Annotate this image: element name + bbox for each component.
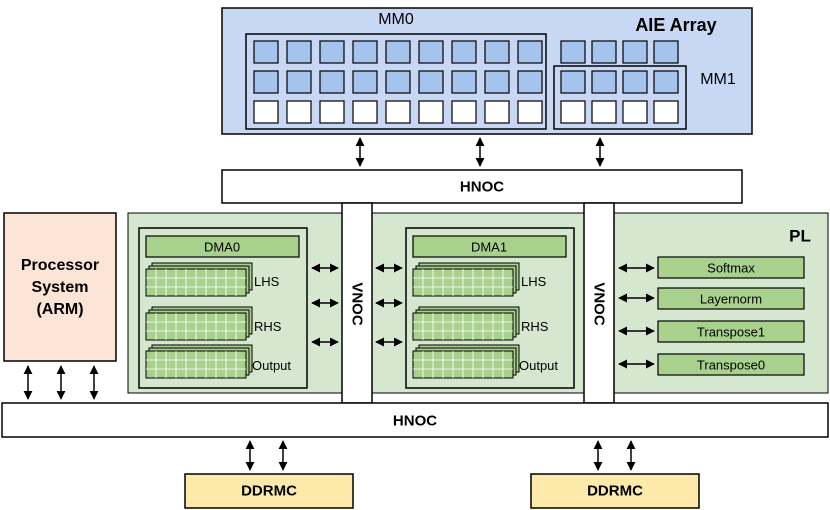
mm1-label: MM1: [700, 71, 736, 88]
vnoc-left-block: [341, 202, 373, 404]
aie-tile: [560, 40, 586, 64]
aie-tile: [560, 100, 586, 124]
hnoc-top-label: HNOC: [459, 178, 505, 196]
aie-tile: [286, 100, 312, 124]
processor-line2: System: [31, 279, 89, 296]
aie-tile: [385, 40, 411, 64]
aie-tile: [451, 70, 477, 94]
aie-tile: [385, 70, 411, 94]
softmax-label: Softmax: [707, 260, 755, 276]
k1-output-label: Output: [519, 358, 559, 373]
aie-tile: [385, 100, 411, 124]
ddrmc-left-label: DDRMC: [241, 482, 297, 500]
mm0-label: MM0: [378, 11, 414, 28]
ddrmc-left-block: [184, 473, 354, 509]
aie-tile: [591, 70, 617, 94]
aie-tile: [484, 100, 510, 124]
aie-tile: [517, 40, 543, 64]
k0-output-label: Output: [252, 358, 292, 373]
kernel1-container: [405, 227, 575, 389]
processor-line1: Processor: [20, 257, 100, 274]
aie-tile: [451, 40, 477, 64]
aie-tile: [591, 40, 617, 64]
aie-tile: [319, 70, 345, 94]
hnoc-top-block: [221, 169, 743, 204]
dma1-label: DMA1: [470, 239, 508, 255]
dma0-label: DMA0: [203, 239, 241, 255]
aie-tile: [352, 70, 378, 94]
processor-line3: (ARM): [36, 301, 84, 318]
aie-tile-grid: [253, 40, 679, 124]
aie-tile: [591, 100, 617, 124]
mm0-group: [245, 33, 547, 130]
aie-tile: [418, 40, 444, 64]
hnoc-bottom-label: HNOC: [392, 412, 438, 430]
aie-tile: [286, 40, 312, 64]
aie-tile: [418, 100, 444, 124]
aie-tile: [253, 100, 279, 124]
buffer-stacks: [145, 262, 520, 379]
aie-tile: [451, 100, 477, 124]
hnoc-bottom-block: [1, 402, 829, 438]
aie-tile: [622, 100, 648, 124]
aie-tile: [653, 100, 679, 124]
ddrmc-right-label: DDRMC: [587, 482, 643, 500]
aie-tile: [319, 40, 345, 64]
aie-tile: [352, 40, 378, 64]
transpose0-label: Transpose0: [696, 357, 766, 373]
mm1-group: [553, 65, 687, 130]
ddrmc-right-block: [530, 473, 700, 509]
aie-tile: [418, 70, 444, 94]
aie-tile: [622, 40, 648, 64]
aie-tile: [484, 40, 510, 64]
transpose1-block: [657, 320, 805, 343]
aie-tile: [653, 40, 679, 64]
aie-array-title: AIE Array: [635, 15, 717, 35]
aie-tile: [653, 70, 679, 94]
aie-tile: [253, 70, 279, 94]
aie-tile: [517, 70, 543, 94]
aie-tile: [484, 70, 510, 94]
kernel0-container: [138, 227, 308, 389]
vnoc-right-label: VNOC: [590, 282, 608, 326]
aie-tile: [286, 70, 312, 94]
transpose0-block: [657, 353, 805, 376]
aie-tile: [622, 70, 648, 94]
dma0-block: [145, 235, 300, 258]
layernorm-block: [657, 287, 805, 310]
aie-tile: [517, 100, 543, 124]
pl-title: PL: [789, 226, 811, 246]
k1-lhs-label: LHS: [521, 274, 547, 289]
vnoc-left-label: VNOC: [348, 282, 366, 326]
dma1-block: [412, 235, 567, 258]
transpose1-label: Transpose1: [696, 324, 766, 340]
k0-lhs-label: LHS: [254, 274, 280, 289]
aie-tile: [560, 70, 586, 94]
aie-tile: [253, 40, 279, 64]
k0-rhs-label: RHS: [254, 319, 282, 334]
aie-tile: [319, 100, 345, 124]
aie-tile: [352, 100, 378, 124]
processor-system-block: [3, 212, 117, 362]
layernorm-label: Layernorm: [699, 291, 763, 307]
softmax-block: [657, 256, 805, 279]
k1-rhs-label: RHS: [521, 319, 549, 334]
